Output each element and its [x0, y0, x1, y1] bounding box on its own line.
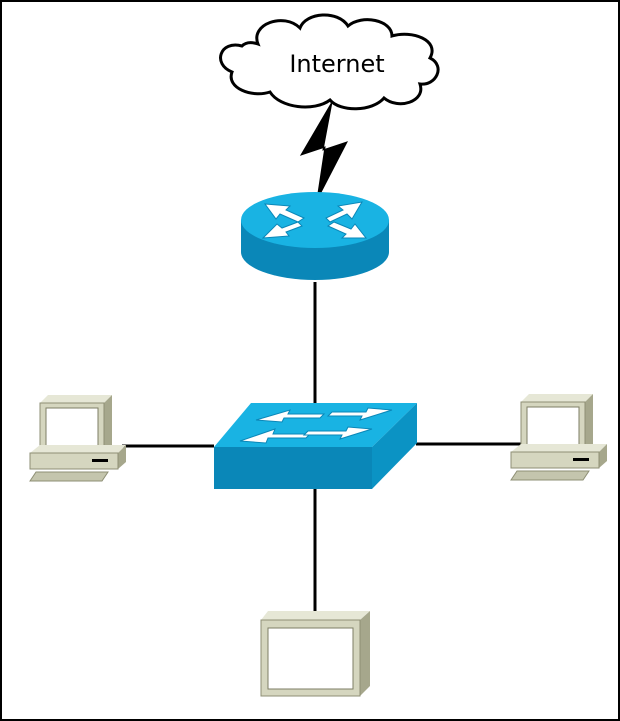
cloud-label: Internet [289, 50, 384, 78]
router-icon [241, 192, 389, 280]
links [122, 282, 522, 612]
workstation-icon-right [510, 394, 607, 481]
cloud-icon: Internet [219, 13, 440, 111]
workstation-icon-left [29, 395, 126, 482]
lightning-bolt-icon [299, 101, 349, 201]
switch-icon [214, 403, 417, 489]
monitor-icon [260, 611, 370, 697]
